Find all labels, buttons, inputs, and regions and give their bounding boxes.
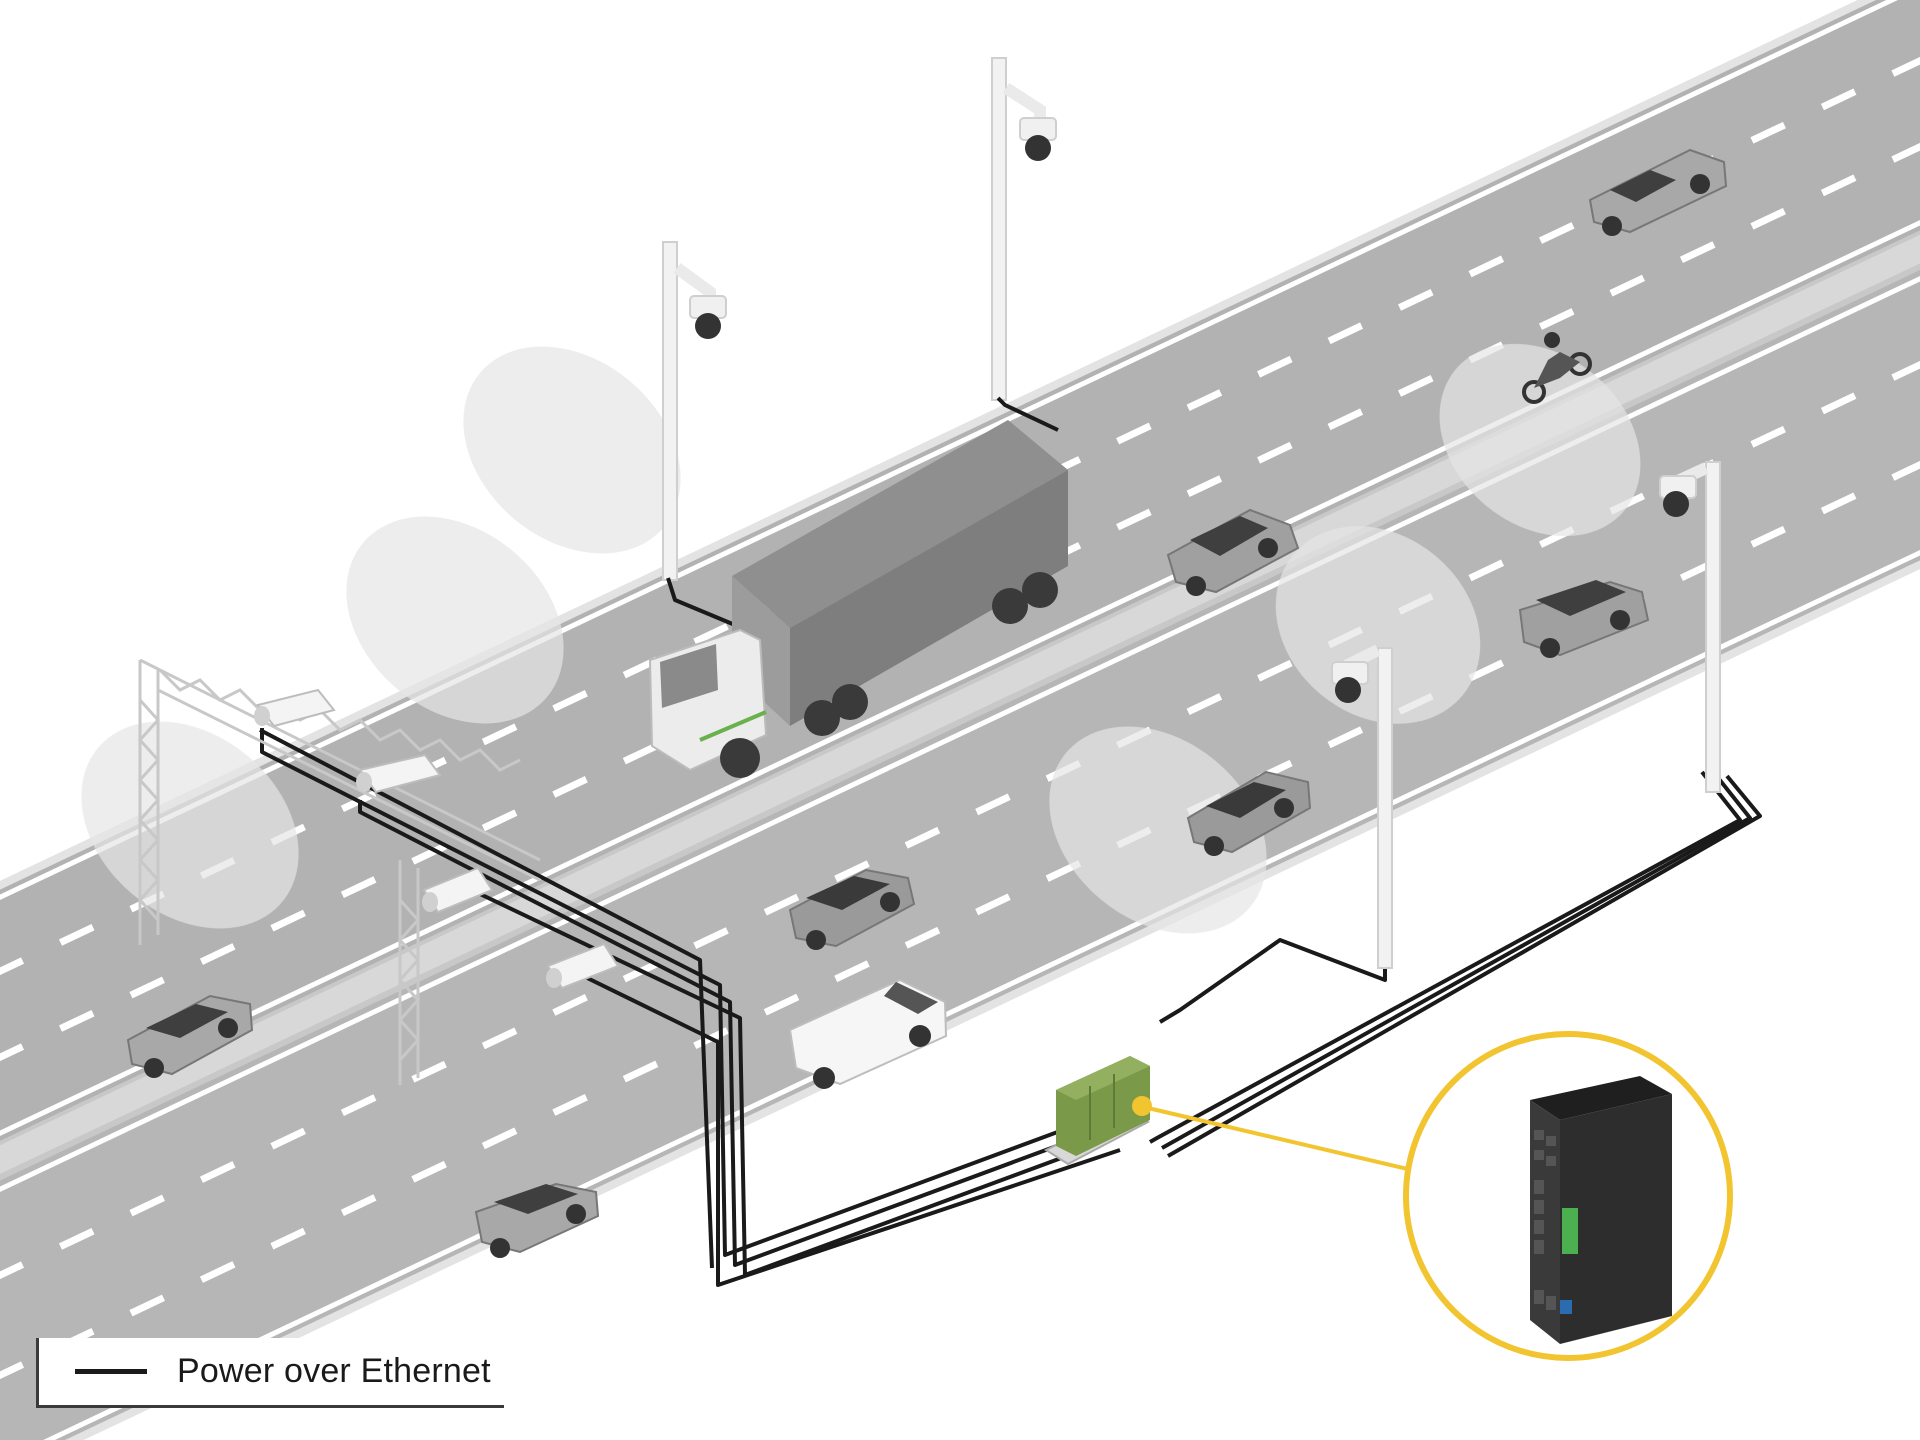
gantry-camera-4 xyxy=(546,942,620,990)
gantry-camera-3 xyxy=(422,866,494,914)
legend: Power over Ethernet xyxy=(36,1338,504,1408)
watermark xyxy=(81,343,1641,934)
industrial-poe-switch xyxy=(1530,1076,1672,1344)
ptz-camera-icon xyxy=(695,313,721,339)
motorcycle xyxy=(1522,332,1592,404)
car-1 xyxy=(1166,508,1300,596)
ptz-camera-icon xyxy=(1335,677,1361,703)
legend-line-swatch xyxy=(75,1369,147,1374)
pickup-truck xyxy=(1588,148,1728,236)
truck xyxy=(648,420,1068,778)
gantry xyxy=(137,658,541,1085)
terminal-block xyxy=(1562,1208,1578,1254)
ptz-camera-pole-2 xyxy=(662,241,727,581)
ptz-camera-icon xyxy=(1025,135,1051,161)
car-6 xyxy=(474,1182,600,1258)
car-4 xyxy=(788,868,916,950)
car-2 xyxy=(1518,580,1650,658)
gantry-camera-2 xyxy=(356,753,442,794)
legend-label: Power over Ethernet xyxy=(177,1352,491,1390)
switch-callout xyxy=(1147,1031,1733,1361)
poe-cables xyxy=(259,396,1762,1287)
van xyxy=(788,978,948,1089)
road-median xyxy=(0,234,1920,1178)
car-3 xyxy=(1186,770,1312,856)
ptz-camera-pole-4 xyxy=(1659,461,1721,793)
ptz-camera-pole-1 xyxy=(991,57,1057,401)
car-5 xyxy=(126,994,254,1078)
network-cabinet xyxy=(1043,1056,1152,1166)
gantry-camera-1 xyxy=(254,688,336,728)
ptz-camera-icon xyxy=(1663,491,1689,517)
ptz-camera-pole-3 xyxy=(1331,644,1393,969)
